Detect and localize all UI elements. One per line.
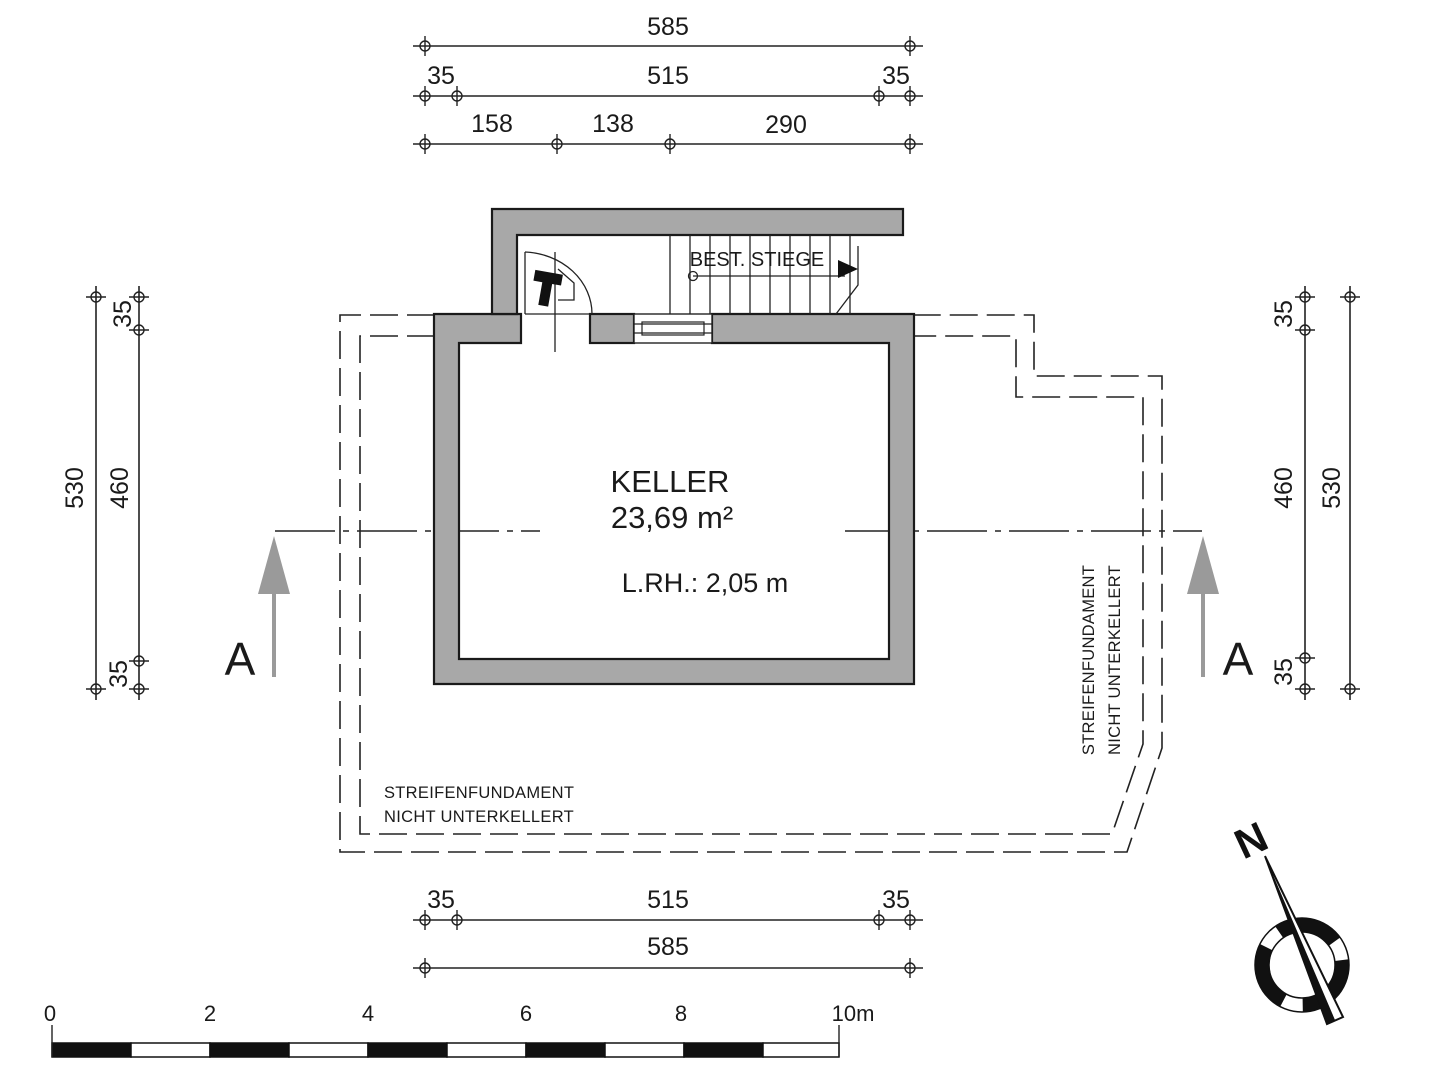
- basement-walls: [432, 207, 916, 686]
- dim-top-left-wall: 35: [427, 62, 455, 90]
- foundation-notes: STREIFENFUNDAMENT NICHT UNTERKELLERT STR…: [384, 565, 1124, 826]
- dim-top-right-wall: 35: [882, 62, 910, 90]
- stair-label: BEST. STIEGE: [690, 249, 824, 271]
- room-name: KELLER: [611, 464, 730, 499]
- door: [524, 251, 593, 352]
- scale-label-10m: 10m: [832, 1001, 875, 1026]
- scale-label-4: 4: [362, 1001, 374, 1026]
- dim-bottom-right-wall: 35: [882, 886, 910, 914]
- dim-right-bottom-wall: 35: [1270, 658, 1298, 686]
- right-dimension-chains: 460 530 35 35: [1270, 286, 1360, 700]
- room-clear-height: L.RH.: 2,05 m: [622, 568, 789, 598]
- top-dimension-chains: 585 35 515 35 158 138 290: [413, 13, 923, 154]
- bottom-dimension-chains: 35 515 35 585: [413, 886, 923, 978]
- dim-bottom-left-wall: 35: [427, 886, 455, 914]
- scale-label-2: 2: [204, 1001, 216, 1026]
- dim-top-inner: 515: [647, 62, 689, 90]
- door-direction-arrow: [533, 269, 563, 307]
- scale-bar-segments: [51, 1042, 840, 1058]
- strip-foundation-outline: [339, 314, 1163, 853]
- existing-stair: BEST. STIEGE: [669, 235, 859, 315]
- dim-bottom-inner: 515: [647, 886, 689, 914]
- scale-label-6: 6: [520, 1001, 532, 1026]
- window: [633, 313, 713, 344]
- dim-left-top-wall: 35: [109, 300, 137, 328]
- left-dimension-chains: 530 460 35 35: [61, 286, 149, 700]
- scale-bar: 0 2 4 6 8 10m: [44, 1001, 875, 1058]
- north-arrow: N: [1227, 813, 1350, 1026]
- dim-top-seg3: 290: [765, 111, 807, 139]
- dim-left-inner: 460: [106, 467, 134, 509]
- dim-left-total: 530: [61, 467, 89, 509]
- stair-direction-arrow: [838, 260, 858, 278]
- note-right-line1: STREIFENFUNDAMENT: [1080, 565, 1098, 755]
- section-label-right: A: [1223, 633, 1254, 685]
- dim-right-inner: 460: [1270, 467, 1298, 509]
- note-right-line2: NICHT UNTERKELLERT: [1106, 565, 1124, 755]
- note-bottom-line1: STREIFENFUNDAMENT: [384, 784, 574, 802]
- section-arrow-right: [1187, 536, 1219, 677]
- dim-top-seg2: 138: [592, 110, 634, 138]
- note-bottom-line2: NICHT UNTERKELLERT: [384, 808, 574, 826]
- room-keller: KELLER 23,69 m² L.RH.: 2,05 m: [611, 464, 789, 598]
- dim-top-seg1: 158: [471, 110, 513, 138]
- section-label-left: A: [225, 633, 256, 685]
- dim-left-bottom-wall: 35: [105, 660, 133, 688]
- dim-bottom-total: 585: [647, 933, 689, 961]
- dim-right-top-wall: 35: [1270, 300, 1298, 328]
- room-area: 23,69 m²: [611, 500, 733, 535]
- dim-right-total: 530: [1318, 467, 1346, 509]
- dimension-ticks-top: [419, 36, 916, 154]
- scale-label-0: 0: [44, 1001, 56, 1026]
- dim-top-total: 585: [647, 13, 689, 41]
- scale-label-8: 8: [675, 1001, 687, 1026]
- section-arrow-left: [258, 536, 290, 677]
